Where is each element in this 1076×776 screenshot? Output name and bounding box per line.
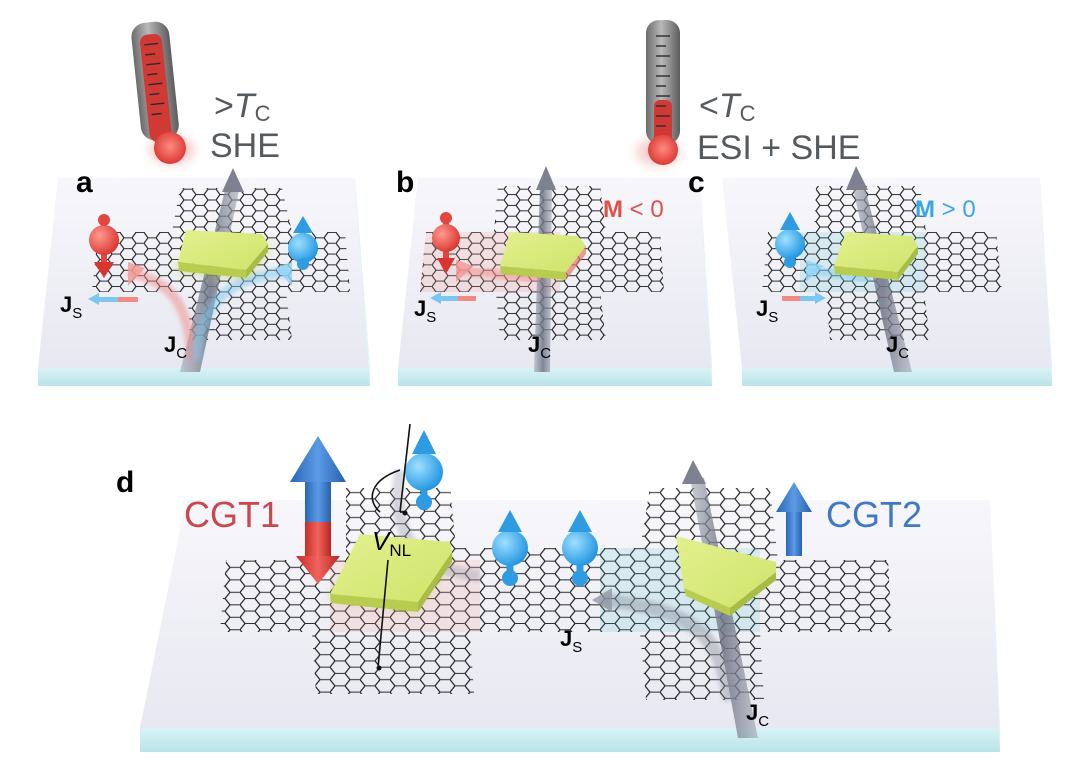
spin-current-label-c: JS <box>756 296 779 326</box>
magnetization-label-positive: M > 0 <box>915 196 976 223</box>
panel-letter-a: a <box>76 166 93 199</box>
magnet-flake-b <box>500 232 586 280</box>
magnetization-arrow-cgt1 <box>290 436 346 584</box>
panel-letter-c: c <box>688 166 705 199</box>
cgt1-flake <box>330 534 452 612</box>
voltage-probe <box>371 423 411 669</box>
spin-current-label-d: JS <box>560 626 583 656</box>
spin-up-blue-d3 <box>562 510 598 586</box>
contact-label-cgt1: CGT1 <box>184 494 281 535</box>
spin-current-label-b: JS <box>414 296 437 326</box>
magnetization-label-negative: M < 0 <box>603 196 664 223</box>
panel-d <box>140 423 1000 752</box>
spin-up-blue-a <box>288 216 318 270</box>
contact-label-cgt2: CGT2 <box>826 494 923 535</box>
effect-label-she: SHE <box>210 127 280 165</box>
nonlocal-voltage-label: VNL <box>372 526 412 560</box>
panel-a <box>38 168 370 386</box>
thermometer-hot-icon <box>131 21 194 164</box>
charge-current-label-d: JC <box>746 700 770 730</box>
panel-letter-b: b <box>396 166 415 199</box>
panel-b <box>398 166 712 386</box>
magnet-flake-c <box>834 232 918 280</box>
thermometer-cold-icon <box>636 20 680 166</box>
spin-down-red-a <box>89 214 119 278</box>
spin-up-blue-c <box>775 212 805 268</box>
charge-current-label-c: JC <box>886 332 910 362</box>
magnet-flake-a <box>176 230 269 278</box>
panel-c <box>722 166 1052 386</box>
spin-current-label-a: JS <box>60 292 83 322</box>
charge-current-label-a: JC <box>164 332 188 362</box>
panel-letter-d: d <box>116 466 135 499</box>
charge-current-label-b: JC <box>528 332 552 362</box>
current-channel-b <box>534 184 552 372</box>
temp-label-above-tc: >TC <box>214 87 271 126</box>
effect-label-esi-she: ESI + SHE <box>697 129 861 167</box>
spin-down-red-b <box>432 212 460 274</box>
magnetization-arrow-cgt2 <box>776 482 812 556</box>
spin-up-blue-d1 <box>405 430 443 510</box>
temp-label-below-tc: <TC <box>699 87 756 126</box>
spin-up-blue-d2 <box>492 510 528 586</box>
cgt2-flake <box>676 536 776 616</box>
